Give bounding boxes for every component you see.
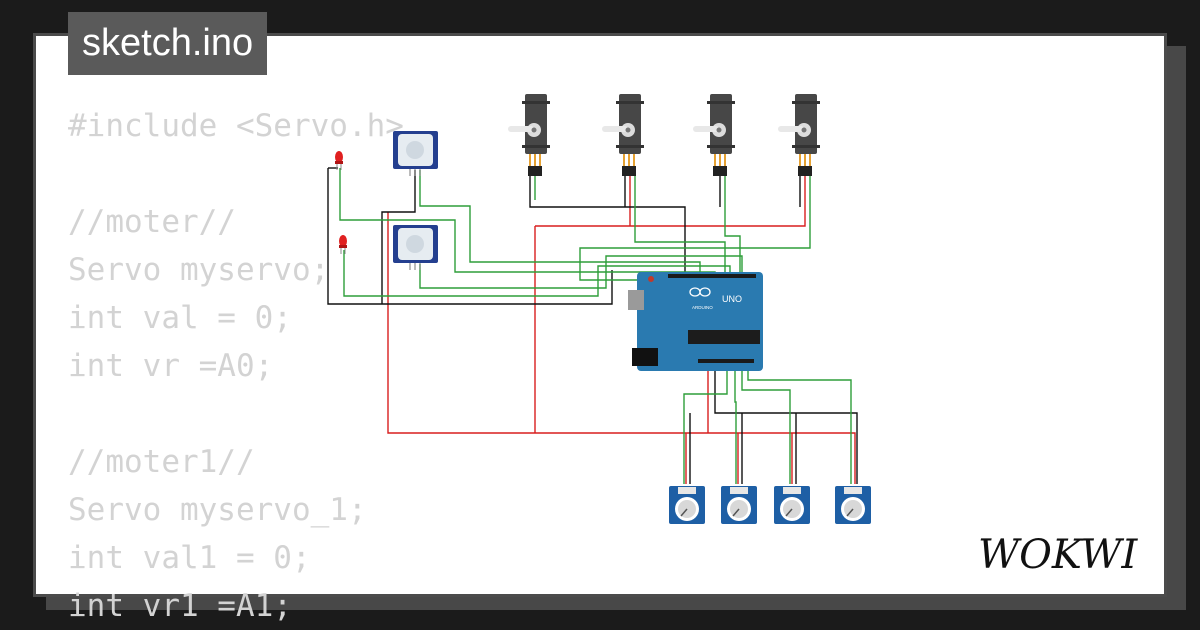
servo-motor-1 <box>508 94 550 176</box>
wire-black <box>714 362 858 484</box>
wire-red <box>387 212 856 484</box>
potentiometer-2 <box>721 486 757 524</box>
code-line: Servo myservo; <box>68 252 330 288</box>
wire-green <box>419 255 743 289</box>
wires <box>327 167 858 484</box>
wire-black <box>624 176 801 207</box>
wire-green <box>741 362 791 484</box>
sketch-preview-card: #include <Servo.h> //moter// Servo myservo… <box>33 33 1167 624</box>
wire-green <box>683 362 728 484</box>
sketch-title: sketch.ino <box>68 12 268 75</box>
code-line: //moter1// <box>68 444 255 480</box>
code-line: //moter// <box>68 204 236 240</box>
servo-motor-4 <box>778 94 820 176</box>
code-line: int vr1 =A1; <box>68 588 292 624</box>
wire-green <box>343 250 731 297</box>
wire-black <box>327 168 613 305</box>
led-red-2 <box>339 235 347 254</box>
code-line: int val1 = 0; <box>68 540 311 576</box>
board-model-label: UNO <box>722 294 742 304</box>
code-line: int vr =A0; <box>68 348 274 384</box>
wire-green <box>724 176 741 276</box>
servo-motor-3 <box>693 94 735 176</box>
code-editor: #include <Servo.h> //moter// Servo myservo… <box>68 102 404 630</box>
potentiometer-1 <box>669 486 705 524</box>
wire-green <box>534 176 726 276</box>
wokwi-logo: WOKWI <box>978 532 1138 578</box>
wire-red <box>535 176 806 227</box>
servo-motor-2 <box>602 94 644 176</box>
wire-green <box>747 362 852 484</box>
potentiometer-3 <box>774 486 810 524</box>
wokwi-logo-text: WOKWI <box>978 532 1138 578</box>
led-red-1 <box>335 151 343 170</box>
wire-black <box>381 170 416 304</box>
wire-green <box>419 170 701 276</box>
code-line: #include <Servo.h> <box>68 108 404 144</box>
arduino-uno-board: UNO ARDUINO <box>628 272 763 371</box>
potentiometer-4 <box>835 486 871 524</box>
code-line: int val = 0; <box>68 300 292 336</box>
wire-black <box>689 413 797 484</box>
board-brand-label: ARDUINO <box>692 305 713 310</box>
wire-green <box>579 176 811 281</box>
pir-sensor-2 <box>393 225 438 270</box>
wire-red <box>685 433 793 484</box>
code-line: Servo myservo_1; <box>68 492 367 528</box>
pir-sensor-1 <box>393 131 438 176</box>
wire-green <box>734 362 737 484</box>
